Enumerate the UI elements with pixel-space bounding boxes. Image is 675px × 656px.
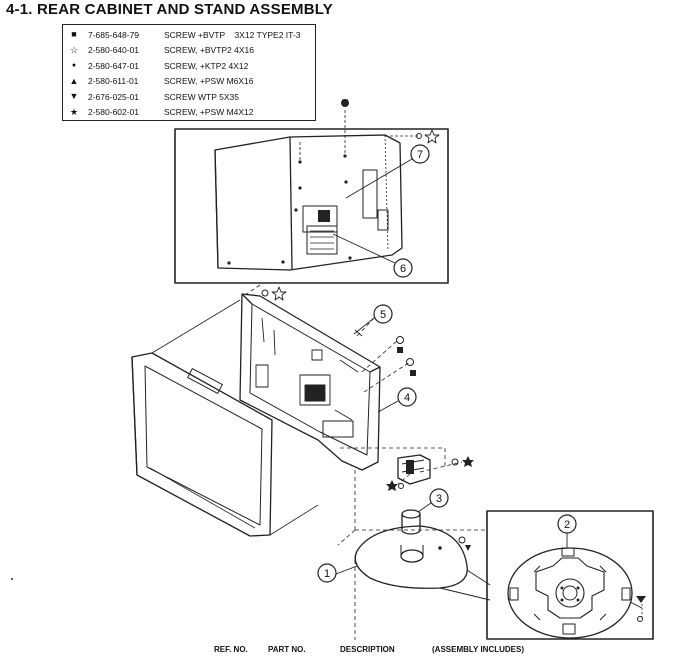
ref-label-3: 3 [436,493,442,505]
legend-row: ● 2-580-647-01 SCREW, +KTP2 4X12 [63,58,315,74]
legend-row: ▲ 2-580-611-01 SCREW, +PSW M6X16 [63,74,315,90]
callout-4 [377,387,417,413]
legend-part-no: 2-580-611-01 [88,76,139,87]
screw-star-outline-mid [261,286,287,301]
square-icon: ■ [71,29,77,40]
screw-star-outline-top [416,129,440,144]
legend-description: SCREW, +PSW M6X16 [164,76,254,87]
screw-circle-mid [396,336,404,353]
legend-description: SCREW, +BVTP2 4X16 [164,45,254,56]
stand-neck [401,509,421,535]
stand-base-bottom-inset [486,510,654,640]
screw-legend: ■ 7-685-648-79 SCREW +BVTP 3X12 TYPE2 IT… [62,24,316,121]
callout-5 [353,304,393,335]
front-bezel [131,299,319,537]
assembly-includes-header: (ASSEMBLY INCLUDES) [432,645,525,654]
ref-label-1: 1 [324,568,330,580]
callout-3 [417,488,449,513]
callout-1 [317,563,358,583]
legend-row: ☆ 2-580-640-01 SCREW, +BVTP2 4X16 [63,43,315,59]
legend-row: ■ 7-685-648-79 SCREW +BVTP 3X12 TYPE2 IT… [63,27,315,43]
legend-row: ★ 2-580-602-01 SCREW, +PSW M4X12 [63,105,315,121]
legend-part-no: 2-580-602-01 [88,107,140,118]
part-no-header: PART NO. [268,645,306,654]
page-title: 4-1. REAR CABINET AND STAND ASSEMBLY [6,1,333,18]
ref-label-5: 5 [380,309,386,321]
parts-table-header: REF. NO. PART NO. DESCRIPTION (ASSEMBLY … [0,645,675,656]
stand-bracket [386,454,474,491]
legend-description: SCREW WTP 5X35 [164,91,239,102]
triangle-up-icon: ▲ [69,75,79,86]
screw-top [341,99,349,107]
legend-part-no: 2-676-025-01 [88,91,140,102]
stand-base [354,525,471,589]
ref-label-2: 2 [564,519,570,531]
rear-detail-inset [174,110,449,284]
legend-description: SCREW, +PSW M4X12 [164,107,254,118]
legend-part-no: 2-580-640-01 [88,45,140,56]
triangle-down-icon: ▼ [69,91,79,102]
rear-cover-4 [239,293,381,471]
circle-icon: ● [71,62,77,70]
legend-part-no: 2-580-647-01 [88,60,140,71]
legend-description: SCREW +BVTP 3X12 TYPE2 IT-3 [164,29,301,40]
screw-square-mid [406,358,416,376]
ref-label-4: 4 [404,392,410,404]
legend-row: ▼ 2-676-025-01 SCREW WTP 5X35 [63,89,315,105]
legend-part-no: 7-685-648-79 [88,29,140,40]
star-outline-icon: ☆ [69,44,79,55]
ref-label-7: 7 [417,149,423,161]
legend-description: SCREW, +KTP2 4X12 [164,60,249,71]
star-filled-icon: ★ [69,106,79,117]
ref-no-header: REF. NO. [214,645,248,654]
ref-label-6: 6 [400,263,406,275]
description-header: DESCRIPTION [340,645,395,654]
